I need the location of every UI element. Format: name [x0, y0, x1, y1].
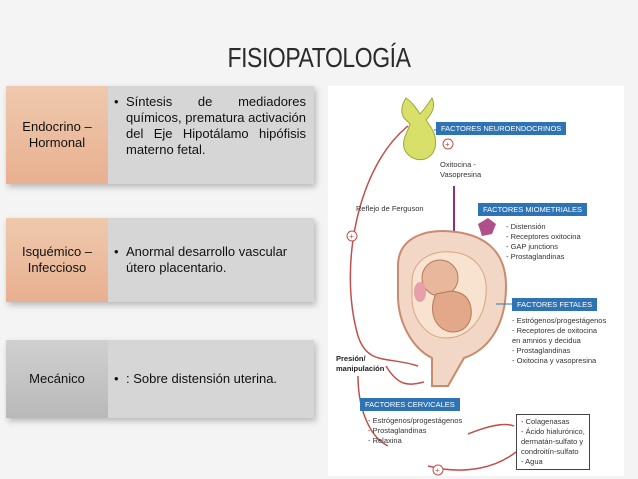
fetus-body	[432, 290, 472, 333]
list-item: condroitín-sulfato	[521, 447, 579, 456]
page-title: FISIOPATOLOGÍA	[227, 42, 411, 73]
ferguson-arrow	[349, 125, 419, 367]
row-label: Isquémico –Infeccioso	[6, 218, 108, 302]
plus-marker	[442, 138, 454, 150]
enzimas-box: - Colagenasas - Ácido hialurónico, derma…	[516, 414, 590, 470]
oxitocina-label: Oxitocina - Vasopresina	[440, 160, 481, 180]
row-description-text: : Sobre distensión uterina.	[126, 371, 278, 386]
row-label-line: Mecánico	[29, 371, 85, 386]
row-description: • Anormal desarrollo vascular útero plac…	[108, 218, 314, 302]
bullet: •	[114, 371, 119, 386]
tag-cervicales: FACTORES CERVICALES	[360, 398, 460, 411]
fetus-head	[421, 259, 459, 297]
list-item: - Receptores oxitocina	[506, 232, 581, 241]
list-item: - Estrógenos/progestágenos	[368, 416, 463, 425]
list-item: - Prostaglandinas	[368, 426, 427, 435]
myometrium-sample	[478, 218, 496, 236]
tag-neuroendocrinos: FACTORES NEUROENDOCRINOS	[436, 122, 567, 135]
pathophysiology-figure: + + + FACTORES NEUROENDOCRINOS Oxitocina…	[328, 86, 624, 476]
presion-label: Presión/ manipulación	[336, 354, 384, 374]
presion-arrow	[385, 365, 425, 385]
list-item: - Receptores de oxitocina	[512, 326, 598, 335]
row-description-text: Síntesis de mediadores químicos, prematu…	[126, 94, 306, 157]
list-item: - Colagenasas	[521, 417, 570, 426]
bullet: •	[114, 94, 119, 109]
tag-fetales: FACTORES FETALES	[512, 298, 598, 311]
oxitocina-line: Vasopresina	[440, 170, 482, 179]
row-mecanico: Mecánico • : Sobre distensión uterina.	[6, 340, 314, 418]
plus-marker	[432, 464, 444, 476]
cervical-arrow	[357, 375, 389, 447]
row-label: Mecánico	[6, 340, 108, 418]
list-item: - Oxitocina y vasopresina	[512, 356, 597, 365]
enzymes-arrow	[467, 423, 515, 435]
list-item: dermatán-sulfato y	[521, 437, 584, 446]
list-item: - Prostaglandinas	[512, 346, 571, 355]
fetales-list: - Estrógenos/progestágenos - Receptores …	[512, 316, 606, 366]
row-label-line: Hormonal	[28, 135, 86, 150]
cervicales-list: - Estrógenos/progestágenos - Prostagland…	[368, 416, 462, 446]
presion-line: Presión/	[336, 354, 366, 363]
list-item: - Agua	[521, 457, 543, 466]
bullet: •	[114, 244, 119, 259]
row-label: Endocrino –Hormonal	[6, 86, 108, 184]
row-endocrino: Endocrino –Hormonal • Síntesis de mediad…	[6, 86, 314, 184]
svg-text:+: +	[435, 466, 440, 475]
row-label-line: Endocrino –	[22, 119, 92, 134]
svg-text:+: +	[349, 232, 354, 241]
row-description: • Síntesis de mediadores químicos, prema…	[108, 86, 314, 184]
tag-miometriales: FACTORES MIOMETRIALES	[478, 203, 588, 216]
list-item: - Ácido hialurónico,	[521, 427, 585, 436]
row-isquemico: Isquémico –Infeccioso • Anormal desarrol…	[6, 218, 314, 302]
pituitary-gland	[401, 97, 437, 161]
presion-line: manipulación	[336, 364, 385, 373]
row-description: • : Sobre distensión uterina.	[108, 340, 314, 418]
list-item: - Distensión	[506, 222, 546, 231]
svg-text:+: +	[445, 140, 450, 149]
ferguson-label: Reflejo de Ferguson	[356, 204, 424, 213]
figure-illustration: + + +	[346, 97, 517, 476]
list-item: - Estrógenos/progestágenos	[512, 316, 607, 325]
list-item: - GAP junctions	[506, 242, 558, 251]
list-item: - Prostaglandinas	[506, 252, 565, 261]
row-label-line: Isquémico –	[21, 244, 93, 259]
row-label-line: Infeccioso	[27, 260, 87, 275]
placenta	[414, 282, 426, 302]
miometriales-list: - Distensión - Receptores oxitocina - GA…	[506, 222, 581, 262]
row-description-text: Anormal desarrollo vascular útero placen…	[126, 244, 288, 275]
oxitocina-line: Oxitocina -	[440, 160, 476, 169]
plus-marker	[346, 230, 358, 242]
list-item: - Relaxina	[368, 436, 402, 445]
list-item: en amnios y decidua	[512, 336, 581, 345]
